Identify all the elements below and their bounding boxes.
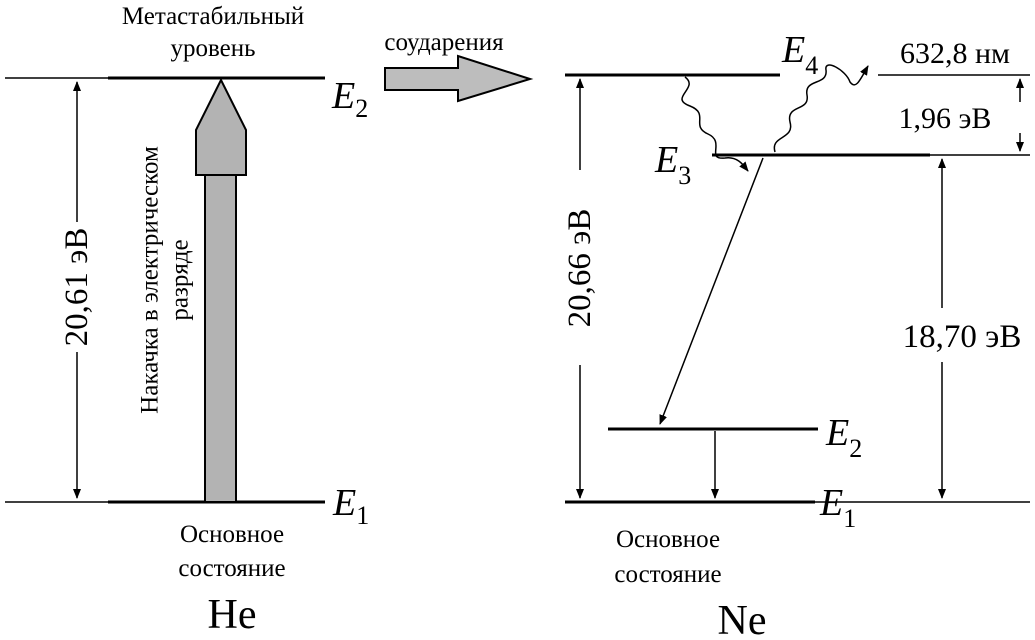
he-ground-label-line1: Основное bbox=[180, 521, 284, 548]
collision-transfer-arrow bbox=[384, 54, 534, 103]
he-pump-label-line2: разряде bbox=[167, 239, 194, 320]
ne-gap-e3-e1-label: 18,70 эВ bbox=[903, 319, 1022, 355]
ne-level-e1-label: E1 bbox=[819, 482, 856, 533]
ne-e4-e3-relaxation-wave bbox=[681, 76, 749, 172]
neon-diagram: 20,66 эВ 18,70 эВ 1,96 эВ 632,8 нм E4 E3… bbox=[562, 29, 1030, 640]
he-metastable-label-line2: уровень bbox=[170, 35, 255, 62]
he-pump-arrow bbox=[195, 77, 247, 503]
ne-level-e4-label: E4 bbox=[781, 29, 818, 80]
ne-wavelength-label: 632,8 нм bbox=[900, 37, 1010, 70]
he-pump-label-line1: Накачка в электрическом bbox=[137, 146, 164, 414]
ne-photon-emission-wave bbox=[773, 64, 869, 153]
he-atom-label: He bbox=[208, 592, 257, 638]
ne-level-e3-label: E3 bbox=[654, 139, 691, 190]
ne-level-e2-label: E2 bbox=[825, 412, 862, 463]
ne-atom-label: Ne bbox=[718, 598, 767, 640]
collision-label: соударения bbox=[384, 29, 504, 56]
ne-gap-e4-e1-label: 20,66 эВ bbox=[562, 209, 598, 328]
he-upper-level-label: E2 bbox=[331, 75, 368, 123]
he-ground-label-line2: состояние bbox=[178, 555, 285, 582]
he-energy-gap-label: 20,61 эВ bbox=[59, 228, 95, 347]
collision-transfer: соударения bbox=[384, 29, 534, 103]
helium-diagram: 20,61 эВ Накачка в электрическом разряде… bbox=[5, 3, 369, 638]
ne-e3-e2-transition-arrow bbox=[659, 157, 764, 425]
he-metastable-label-line1: Метастабильный bbox=[122, 3, 304, 30]
ne-ground-label-line2: состояние bbox=[614, 561, 721, 588]
he-lower-level-label: E1 bbox=[332, 482, 369, 530]
ne-ground-label-line1: Основное bbox=[616, 526, 720, 553]
ne-photon-energy-label: 1,96 эВ bbox=[899, 102, 992, 135]
